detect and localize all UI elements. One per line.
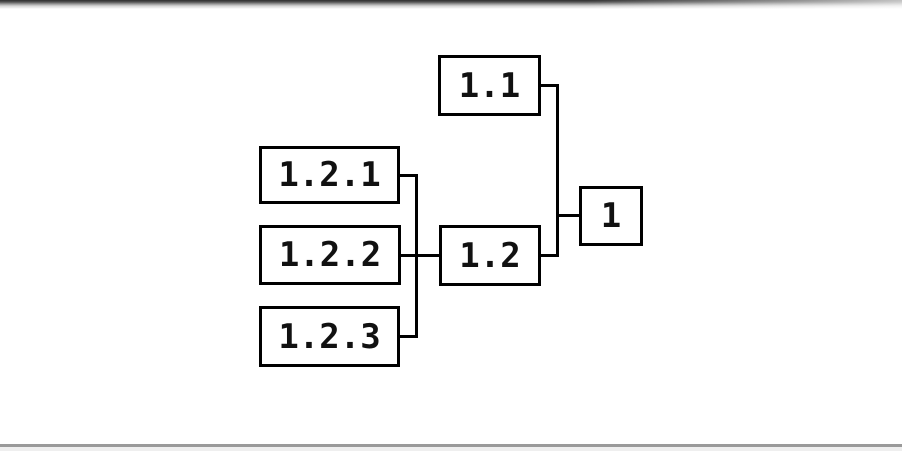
node-1-2-1: 1.2.1 bbox=[259, 146, 400, 204]
node-1-2: 1.2 bbox=[439, 225, 541, 286]
window-top-edge bbox=[0, 0, 902, 9]
connector-root-bus bbox=[556, 84, 559, 257]
connector-1-2-1-to-bus bbox=[400, 174, 418, 177]
node-1-2-label: 1.2 bbox=[459, 235, 521, 276]
connector-bus-to-1 bbox=[556, 214, 579, 217]
node-1-2-1-label: 1.2.1 bbox=[278, 155, 381, 195]
connector-1-1-to-bus bbox=[541, 84, 559, 87]
node-1-label: 1 bbox=[600, 196, 622, 236]
node-1-2-2: 1.2.2 bbox=[259, 225, 401, 285]
node-1-2-3-label: 1.2.3 bbox=[278, 316, 381, 357]
connector-1-2-3-to-bus bbox=[400, 335, 418, 338]
node-1-1-label: 1.1 bbox=[458, 65, 521, 106]
connector-1-2-to-bus bbox=[541, 254, 559, 257]
node-1-2-3: 1.2.3 bbox=[259, 306, 400, 367]
node-1-1: 1.1 bbox=[438, 55, 541, 116]
window-bottom-edge bbox=[0, 444, 902, 447]
node-1-2-2-label: 1.2.2 bbox=[278, 235, 382, 275]
connector-1-2-2-to-1-2 bbox=[401, 254, 439, 257]
node-1: 1 bbox=[579, 186, 643, 246]
window-bottom-strip bbox=[0, 447, 902, 451]
